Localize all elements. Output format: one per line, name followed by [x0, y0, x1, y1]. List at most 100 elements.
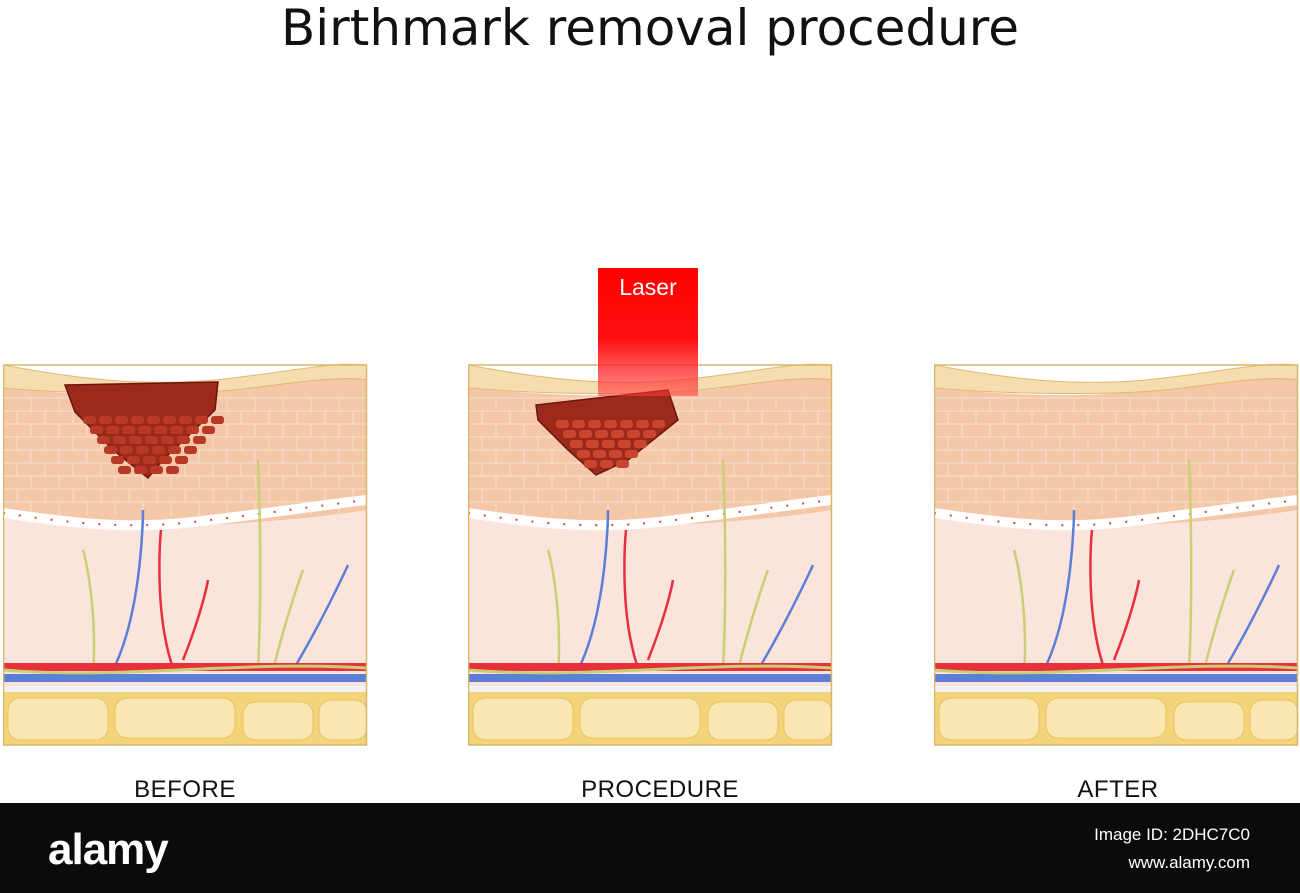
main-vein [3, 674, 367, 682]
page-title: Birthmark removal procedure [280, 0, 1019, 57]
birthmark-cell [127, 456, 140, 464]
fascia [468, 686, 832, 692]
vein-vessel [756, 564, 815, 671]
main-nerve [934, 664, 1298, 675]
birthmark-cell [586, 440, 599, 448]
fat-cell [938, 697, 1040, 741]
birthmark-cell [152, 446, 165, 454]
main-vein [934, 674, 1298, 682]
birthmark-cell [202, 426, 215, 434]
artery-vessel [181, 579, 210, 661]
main-artery [934, 663, 1298, 671]
birthmark-cell [572, 420, 585, 428]
birthmark-cell [150, 466, 163, 474]
birthmark-cell [175, 456, 188, 464]
nerve-fiber [546, 549, 561, 681]
main-vein [468, 674, 832, 682]
fat-cell [7, 697, 109, 741]
birthmark-cell [97, 436, 110, 444]
birthmark-cell [593, 450, 606, 458]
vein-vessel [1222, 564, 1281, 671]
skin-panel-before [3, 363, 368, 746]
fat-cell [1173, 701, 1245, 741]
basement-dots [934, 499, 1298, 527]
skin-panel-procedure [468, 363, 833, 746]
birthmark-cell [609, 450, 622, 458]
birthmark-cell [104, 446, 117, 454]
birthmark-cell [115, 416, 128, 424]
birthmark-cell [118, 466, 131, 474]
birthmark-cell [636, 420, 649, 428]
birthmark-cell [159, 456, 172, 464]
vein-vessel [576, 509, 610, 671]
fat-cell [579, 697, 701, 739]
nerve-fiber [721, 459, 727, 671]
birthmark-cell [120, 446, 133, 454]
birthmark-cell [604, 420, 617, 428]
vein-vessel [1042, 509, 1076, 671]
birthmark-cell [602, 440, 615, 448]
birthmark-cell [147, 416, 160, 424]
birthmark-cell [627, 430, 640, 438]
artery-vessel [1112, 579, 1141, 661]
birthmark-cell [134, 466, 147, 474]
image-id: Image ID: 2DHC7C0 [1094, 825, 1250, 844]
birthmark-cell [122, 426, 135, 434]
birthmark-cell [186, 426, 199, 434]
birthmark-cell [143, 456, 156, 464]
birthmark-cell [195, 416, 208, 424]
laser-beam: Laser [598, 268, 698, 396]
fat-cell [472, 697, 574, 741]
skin-layers [468, 363, 832, 745]
birthmark-cell [634, 440, 647, 448]
basement-dots [3, 499, 367, 527]
fat-cell [242, 701, 314, 741]
birthmark-cell [584, 460, 597, 468]
birthmark-cell [168, 446, 181, 454]
fat-cell [707, 701, 779, 741]
caption-after: AFTER [1077, 776, 1159, 803]
main-nerve [3, 664, 367, 675]
fat-cell [114, 697, 236, 739]
laser-label: Laser [619, 274, 677, 300]
birthmark-cell [166, 466, 179, 474]
birthmark-cell [556, 420, 569, 428]
birthmark-cell [588, 420, 601, 428]
epidermis-layer [934, 363, 1298, 395]
nerve-fiber [1187, 459, 1193, 671]
panel-frame [3, 364, 368, 746]
skin-layers [934, 363, 1298, 745]
panel-frame [934, 364, 1299, 746]
main-nerve [468, 664, 832, 675]
birthmark-cell [211, 416, 224, 424]
birthmark-cell [154, 426, 167, 434]
vein-vessel [291, 564, 350, 671]
fascia [3, 686, 367, 692]
birthmark-cell [620, 420, 633, 428]
skin-panel-after [934, 363, 1299, 746]
birthmark-cell [616, 460, 629, 468]
fat-cell [318, 699, 367, 741]
nerve-fiber [1012, 549, 1027, 681]
nerve-fiber [736, 569, 770, 671]
vein-vessel [111, 509, 145, 671]
footer-bar: alamy Image ID: 2DHC7C0 www.alamy.com [0, 803, 1300, 893]
birthmark-cell [131, 416, 144, 424]
birthmark-cell [136, 446, 149, 454]
birthmark-cell [625, 450, 638, 458]
nerve-fiber [81, 549, 96, 681]
birthmark-cell [170, 426, 183, 434]
artery-vessel [158, 529, 175, 669]
fat-cell [1045, 697, 1167, 739]
birthmark-cell [163, 416, 176, 424]
birthmark-cell [595, 430, 608, 438]
site-url: www.alamy.com [1128, 853, 1250, 872]
birthmark-cell [618, 440, 631, 448]
artery-vessel [1089, 529, 1106, 669]
birthmark-cell [161, 436, 174, 444]
birthmark-cell [177, 436, 190, 444]
birthmark-cell [579, 430, 592, 438]
fascia [934, 686, 1298, 692]
nerve-fiber [271, 569, 305, 671]
main-artery [3, 663, 367, 671]
